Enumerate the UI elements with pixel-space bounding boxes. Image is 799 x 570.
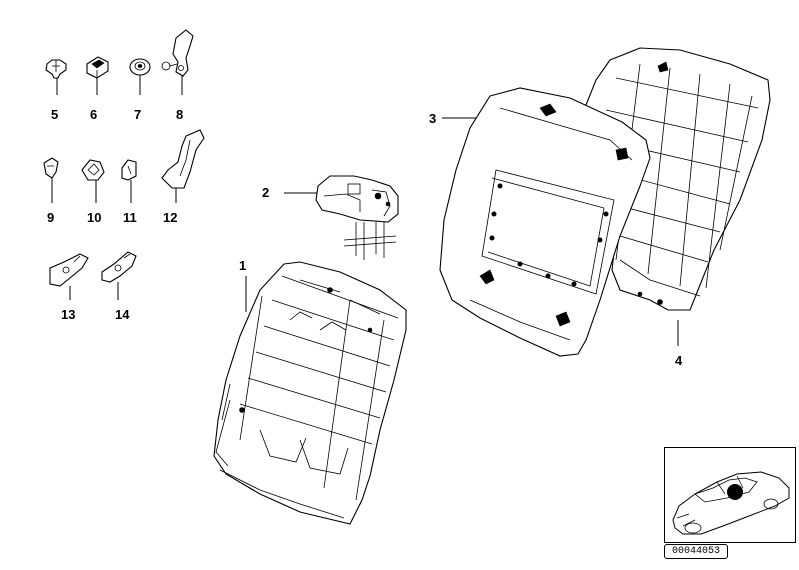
part-3-drawing [439,87,651,357]
document-id: 00044053 [664,544,728,559]
part-label-6: 6 [90,107,98,122]
part-label-9: 9 [47,210,55,225]
part-6-drawing [86,56,109,95]
part-8-drawing [161,29,194,95]
part-2-drawing [284,175,399,260]
part-7-drawing [129,58,151,95]
part-label-14: 14 [115,307,130,322]
part-label-8: 8 [176,107,184,122]
part-label-10: 10 [87,210,102,225]
part-12-drawing [161,129,205,203]
part-label-7: 7 [134,107,142,122]
part-9-drawing [43,157,59,203]
part-10-drawing [81,159,105,203]
part-label-4: 4 [675,353,683,368]
part-11-drawing [121,159,137,203]
part-label-5: 5 [51,107,59,122]
part-1-drawing [213,261,407,525]
part-label-1: 1 [239,258,247,273]
part-label-3: 3 [429,111,437,126]
car-locator-icon [672,471,790,535]
car-locator-inset [664,447,796,543]
part-13-drawing [49,253,89,300]
part-14-drawing [101,251,137,300]
part-label-12: 12 [163,210,178,225]
part-label-11: 11 [123,210,137,225]
part-label-13: 13 [61,307,76,322]
part-label-2: 2 [262,185,270,200]
part-5-drawing [45,59,67,95]
